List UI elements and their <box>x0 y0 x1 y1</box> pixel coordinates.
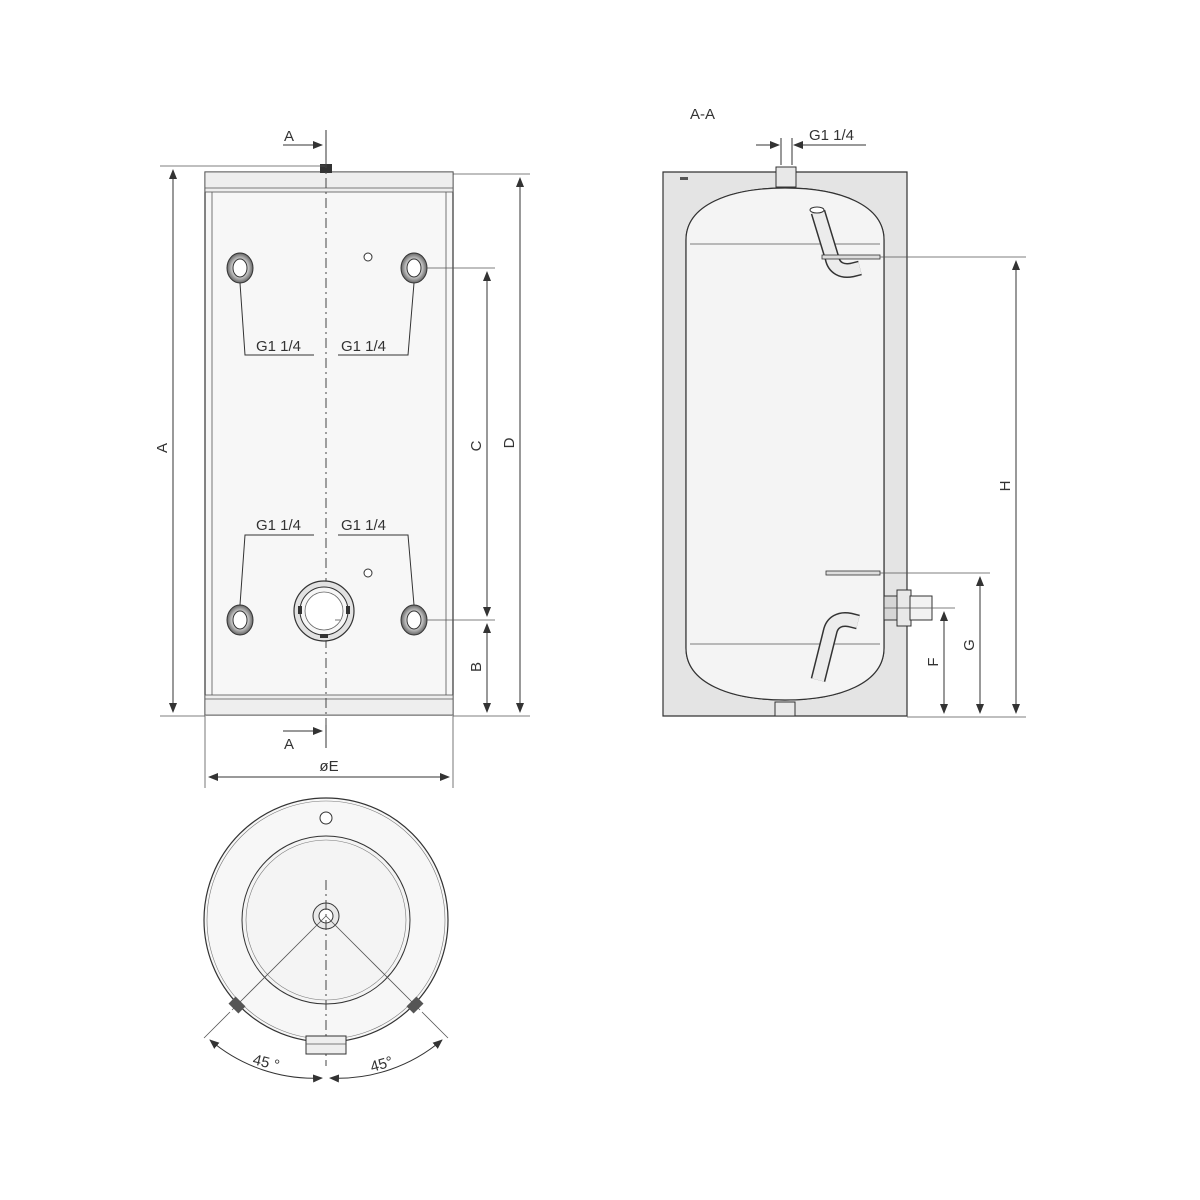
inspection-flange <box>293 580 355 642</box>
angle-label-right: 45° <box>368 1053 394 1076</box>
connection-label-upper-right: G1 1/4 <box>341 338 386 355</box>
top-band <box>204 171 454 193</box>
angle-label-left: 45 ° <box>251 1051 281 1074</box>
front-view: A A <box>154 128 530 788</box>
section-mark-top: A <box>284 128 294 145</box>
dim-label-c: C <box>468 440 485 451</box>
top-view-sensor-hole <box>319 811 333 825</box>
dim-label-g: G <box>961 639 978 651</box>
connection-label-lower-left: G1 1/4 <box>256 517 301 534</box>
section-mark-bottom: A <box>284 736 294 753</box>
connection-label-upper-left: G1 1/4 <box>256 338 301 355</box>
top-nipple <box>320 164 332 173</box>
port-lower-right <box>400 604 428 636</box>
section-title: A-A <box>690 106 715 123</box>
upper-sensor-well <box>821 254 881 260</box>
dim-label-a: A <box>154 443 171 453</box>
section-top-nipple <box>775 166 797 188</box>
sensor-hole-upper <box>363 252 373 262</box>
dim-label-f: F <box>925 657 942 666</box>
dim-label-e: øE <box>319 758 338 775</box>
top-connection-label: G1 1/4 <box>809 127 854 144</box>
port-lower-left <box>226 604 254 636</box>
section-view: A-A G1 1/4 <box>662 106 1026 718</box>
top-view-flange-stub <box>305 1035 347 1055</box>
connection-label-lower-right: G1 1/4 <box>341 517 386 534</box>
lower-sensor-well <box>825 570 881 576</box>
dim-label-b: B <box>468 662 485 672</box>
top-view: 45 ° 45° <box>203 797 449 1083</box>
dim-label-h: H <box>997 481 1014 492</box>
sensor-hole-lower <box>363 568 373 578</box>
section-side-flange <box>883 589 933 627</box>
port-upper-right <box>400 252 428 284</box>
bottom-band <box>204 694 454 716</box>
port-upper-left <box>226 252 254 284</box>
dim-label-d: D <box>501 437 518 448</box>
